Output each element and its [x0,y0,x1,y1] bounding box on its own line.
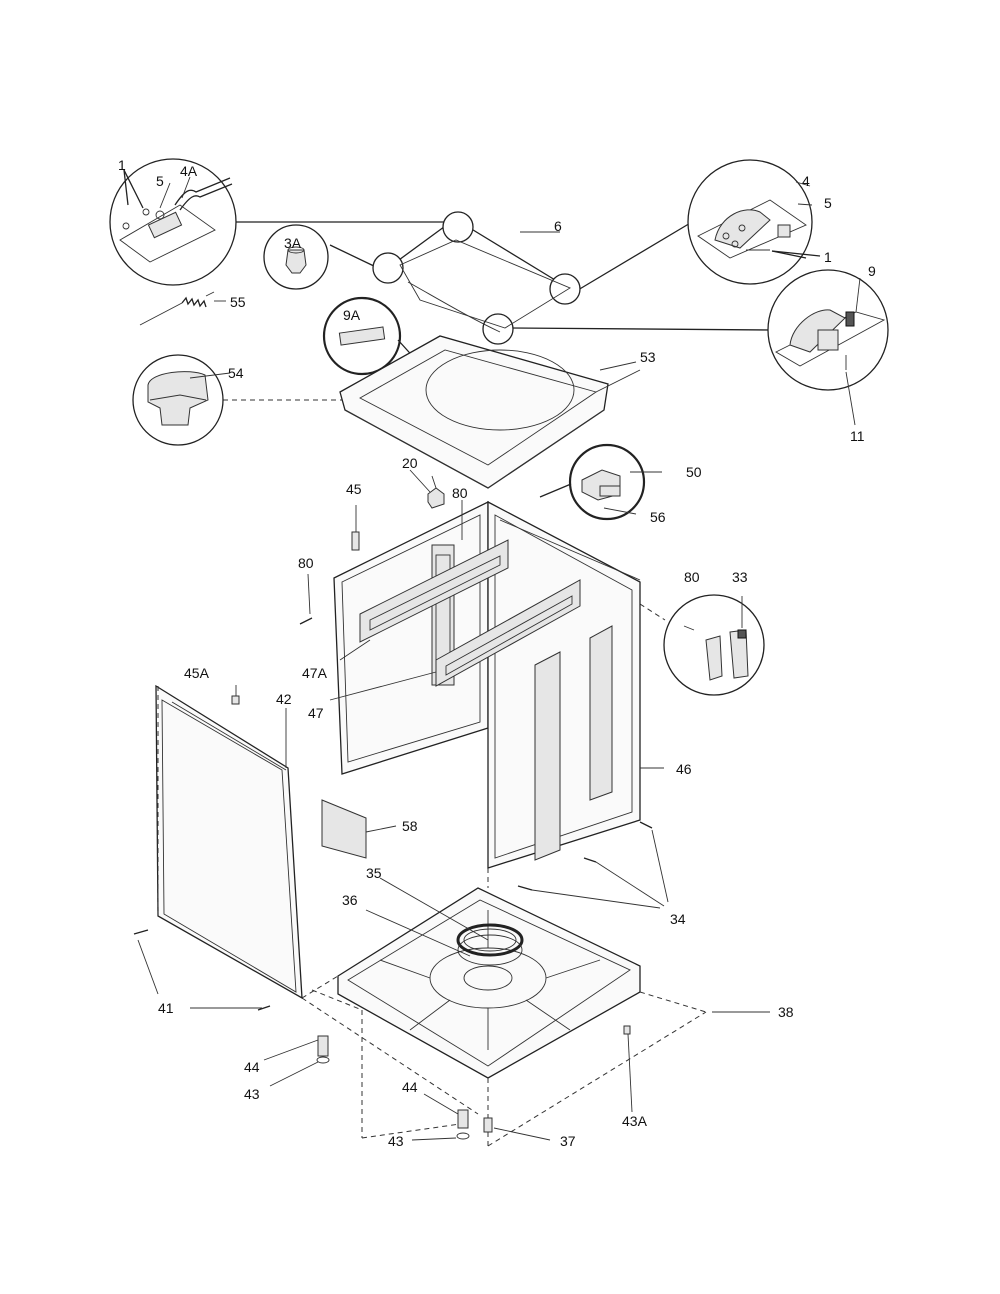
front-panel-42 [155,684,303,1000]
spring-55 [139,291,226,326]
callout-44-left: 44 [244,1059,260,1075]
detail-circle-33 [663,594,765,696]
screw-45 [351,505,360,551]
callout-9a: 9A [343,307,361,323]
callout-4: 4 [802,173,810,189]
callout-4a: 4A [180,163,198,179]
detail-circle-9a [322,296,402,376]
assembly-dashed-lines [157,686,707,1147]
side-panel-46 [487,500,641,869]
detail-circle-right-hinge [687,159,821,285]
leg-left [316,1035,330,1064]
callout-41: 41 [158,1000,174,1016]
spring-37 [483,1117,493,1133]
callout-1-right: 1 [824,249,832,265]
detail-circle-54 [132,354,231,446]
hinge-bubble-c [549,273,581,305]
brace-47a [359,539,509,643]
leg-43a [623,1025,631,1035]
callout-11: 11 [850,428,865,444]
callout-labels: 1 5 4A 6 3A 55 9A 4 5 1 9 11 54 53 20 80… [118,157,876,1149]
callout-9: 9 [868,263,876,279]
top-cover-53 [339,335,641,489]
callout-56: 56 [650,509,666,525]
hinge-bubble-d [482,313,514,345]
callout-5-left: 5 [156,173,164,189]
callout-47: 47 [308,705,324,721]
callout-58: 58 [402,818,418,834]
callout-38: 38 [778,1004,794,1020]
callout-47a: 47A [302,665,328,681]
callout-43-right: 43 [388,1133,404,1149]
hinge-bubble-b [372,252,404,284]
callout-42: 42 [276,691,292,707]
washer-lid [399,239,571,333]
base-38 [337,887,641,1079]
callout-45: 45 [346,481,362,497]
callout-54: 54 [228,365,244,381]
callout-80-right: 80 [684,569,700,585]
callout-43a: 43A [622,1113,648,1129]
callout-33: 33 [732,569,748,585]
screws-41 [133,929,271,1011]
detail-circle-left-hinge [109,158,237,286]
callout-53: 53 [640,349,656,365]
callout-1-left: 1 [118,157,126,173]
callout-37: 37 [560,1133,576,1149]
callout-34: 34 [670,911,686,927]
callout-50: 50 [686,464,702,480]
callout-44-right: 44 [402,1079,418,1095]
callout-46: 46 [676,761,692,777]
screws-34 [517,821,669,909]
leader-lines [137,176,770,1141]
callout-35: 35 [366,865,382,881]
callout-3a: 3A [284,235,302,251]
screw-80-left [299,573,313,625]
callout-36: 36 [342,892,358,908]
callout-43-left: 43 [244,1086,260,1102]
callout-20: 20 [402,455,418,471]
hinge-bubble-a [442,211,474,243]
detail-circle-right-latch [767,269,889,426]
label-58 [321,799,397,859]
callout-45a: 45A [184,665,210,681]
callout-6: 6 [554,218,562,234]
callout-55: 55 [230,294,246,310]
callout-80-left: 80 [298,555,314,571]
leg-right [456,1109,470,1140]
ring-36 [456,923,524,966]
clip-20 [427,475,445,509]
detail-circle-3a [263,224,329,290]
callout-80-top: 80 [452,485,468,501]
brace-47 [435,579,581,687]
detail-circle-50 [568,443,662,521]
callout-5-right: 5 [824,195,832,211]
